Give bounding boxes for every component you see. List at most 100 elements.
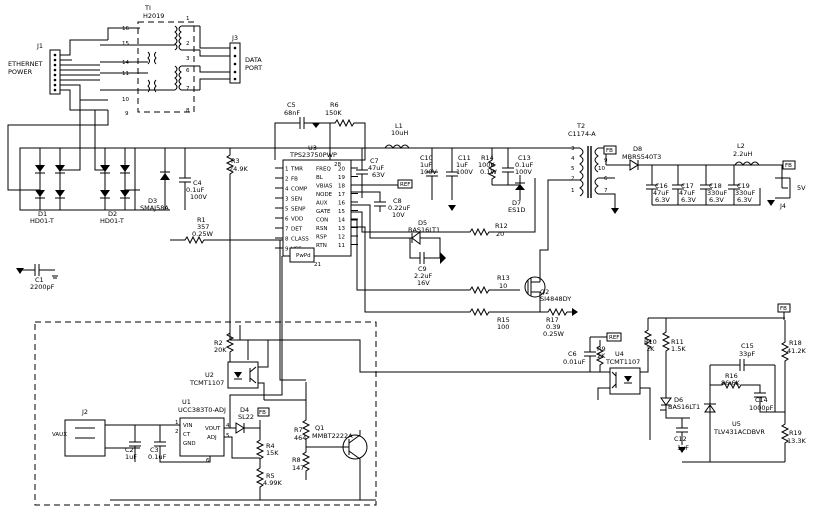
resistor-r18: R18 41.2K xyxy=(780,320,806,412)
j4-out: 5V xyxy=(797,184,806,192)
svg-text:9: 9 xyxy=(125,111,129,117)
u3-pin-20: 20 xyxy=(338,167,345,173)
c11-ref: C11 xyxy=(458,154,471,162)
resistor-r19: R19 13.3K xyxy=(780,412,806,462)
diode-d6: D6 BAS16LT1 xyxy=(660,380,700,419)
svg-text:5: 5 xyxy=(226,433,230,439)
svg-text:1: 1 xyxy=(175,420,179,426)
svg-text:MMBT2222A: MMBT2222A xyxy=(312,432,353,440)
u3-pin-19: 19 xyxy=(338,175,345,181)
svg-text:4.99K: 4.99K xyxy=(263,479,282,487)
u3-pin-name-vbias: VBIAS xyxy=(316,184,333,190)
u3-pin-name-bl: BL xyxy=(316,175,324,181)
u3-pin-name-tmr: TMR xyxy=(290,167,303,173)
resistor-r2: R2 20K xyxy=(214,325,235,362)
svg-text:2: 2 xyxy=(571,176,575,182)
c6-ref: C6 xyxy=(568,350,577,358)
optocoupler-u4: U4 TCMT1107 xyxy=(597,350,651,440)
u3-pin-name-aux: AUX xyxy=(316,201,328,207)
c1-ref: C1 xyxy=(35,276,44,284)
bridge-rectifier: D1 HD01-T D2 HD01-T xyxy=(19,100,140,225)
svg-text:0.25W: 0.25W xyxy=(192,230,213,238)
svg-text:10uH: 10uH xyxy=(391,129,408,137)
capacitor-c15: C15 33pF xyxy=(710,342,775,371)
svg-text:47uF: 47uF xyxy=(368,164,384,172)
svg-text:6: 6 xyxy=(206,458,210,464)
diode-d5: D5 BAS16LT1 xyxy=(351,204,441,258)
d7-ref: D7 xyxy=(512,199,521,207)
u3-pin-name-freq: FREQ xyxy=(316,167,331,173)
t1-ref: TI xyxy=(144,4,151,12)
svg-text:CT: CT xyxy=(183,432,191,438)
svg-text:20K: 20K xyxy=(214,346,227,354)
capacitor-c3: C3 0.1uF xyxy=(148,425,211,463)
u3-pin-17: 17 xyxy=(338,192,345,198)
c16-ref: C16 xyxy=(655,182,668,190)
d2-ref: D2 xyxy=(108,210,117,218)
r18-ref: R18 xyxy=(789,339,802,347)
u2-ref: U2 xyxy=(205,371,214,379)
d2-part: HD01-T xyxy=(100,217,124,225)
resistor-r1: R1 357 0.25W xyxy=(170,216,283,245)
svg-text:0.1uF: 0.1uF xyxy=(515,161,533,169)
c17-voltage: 6.3V xyxy=(681,196,696,204)
connector-j1: J1 ETHERNET POWER xyxy=(8,42,61,95)
svg-text:63V: 63V xyxy=(372,171,385,179)
svg-text:2K: 2K xyxy=(597,352,606,360)
u3-pin-name-class: CLASS xyxy=(291,237,309,243)
u3-pin-11: 11 xyxy=(338,243,345,249)
r14-ref: R14 xyxy=(481,154,494,162)
j2-ref: J2 xyxy=(81,408,88,416)
svg-text:4: 4 xyxy=(571,156,575,162)
u3-pin-16: 16 xyxy=(338,201,345,207)
svg-text:10: 10 xyxy=(122,97,129,103)
transformer-t1: TI H2019 16 15 14 11 10 9 1 2 3 6 7 8 xyxy=(122,4,200,117)
transformer-t2: T2 C1174-A 3 4 5 2 1 9 10 6 7 FB xyxy=(565,122,619,214)
resistor-r4: R4 15K R5 4.99K xyxy=(224,428,282,500)
svg-text:0.01uF: 0.01uF xyxy=(563,358,586,366)
resistor-r7: R7 464 R8 147 xyxy=(292,382,311,480)
c17-ref: C17 xyxy=(681,182,694,190)
u3-pin-name-node: NODE xyxy=(316,192,333,198)
svg-text:1uF: 1uF xyxy=(125,453,137,461)
svg-text:C1174-A: C1174-A xyxy=(568,130,596,138)
svg-text:0.1uF: 0.1uF xyxy=(186,186,204,194)
svg-text:FB: FB xyxy=(785,163,792,169)
svg-text:33pF: 33pF xyxy=(739,350,755,358)
u3-pin-name-rtn: RTN xyxy=(316,243,327,249)
resistor-r3: R3 24.9K xyxy=(225,148,248,340)
ethernet-label-1: ETHERNET xyxy=(8,60,43,68)
svg-text:BAS16LT1: BAS16LT1 xyxy=(668,403,700,411)
u3-pin-name-senp: SENP xyxy=(291,207,306,213)
svg-text:464: 464 xyxy=(294,434,306,442)
u3-pin-8: 8 xyxy=(285,237,289,243)
connector-j3: J3 DATA PORT xyxy=(199,26,262,90)
svg-text:2: 2 xyxy=(175,429,179,435)
data-port-label-2: PORT xyxy=(245,64,262,72)
svg-text:100V: 100V xyxy=(420,168,437,176)
u1-ref: U1 xyxy=(182,398,191,406)
u3-pin-3: 3 xyxy=(285,197,289,203)
svg-text:6: 6 xyxy=(186,68,190,74)
capacitor-c2: C2 1uF xyxy=(125,425,141,462)
u3-pin-name-gate: GATE xyxy=(316,209,331,215)
svg-text:100V: 100V xyxy=(515,168,532,176)
u3-pin-name-con: CON xyxy=(316,218,328,224)
r8-ref: R8 xyxy=(292,456,301,464)
svg-text:UCC383T0-ADJ: UCC383T0-ADJ xyxy=(178,406,226,414)
svg-text:13.3K: 13.3K xyxy=(787,437,806,445)
svg-text:0.1uF: 0.1uF xyxy=(148,453,166,461)
ref-flag-2: REF xyxy=(606,332,622,342)
svg-text:8: 8 xyxy=(186,108,190,114)
diode-d4: D4 SL22 FB xyxy=(224,406,270,434)
l1-ref: L1 xyxy=(395,122,403,130)
svg-text:FB: FB xyxy=(606,148,613,154)
u3-pwpd-pin: 21 xyxy=(314,262,321,268)
u3-pin-12: 12 xyxy=(338,235,345,241)
u3-pin-name-sen: SEN xyxy=(291,197,302,203)
r5-ref: R5 xyxy=(266,472,275,480)
c19-value: 330uF xyxy=(735,189,756,197)
d5-ref: D5 xyxy=(418,219,427,227)
mosfet-q2: Q2 SI4848DY xyxy=(524,179,571,303)
